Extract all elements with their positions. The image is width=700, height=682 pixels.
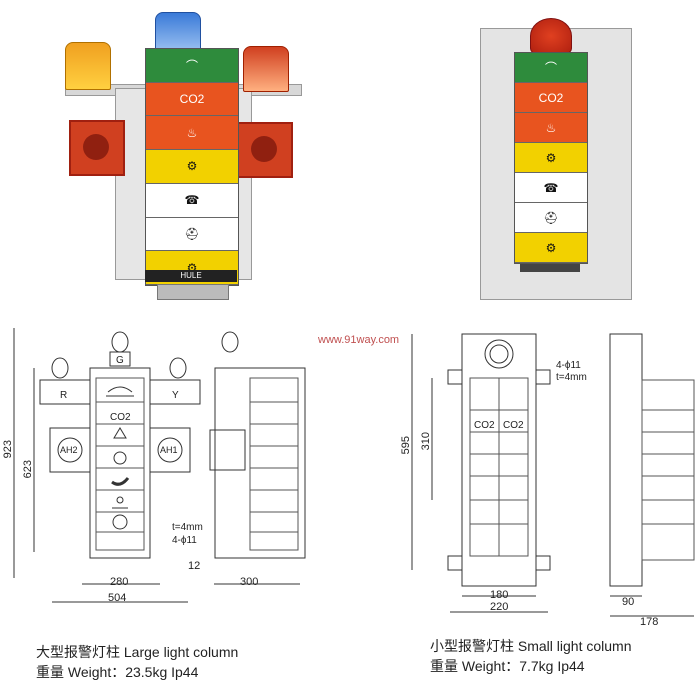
large-drawing bbox=[13, 328, 306, 603]
horn-left bbox=[69, 120, 125, 176]
watermark: www.91way.com bbox=[318, 334, 400, 346]
small-light-column-photo: ⌒CO2♨⚙☎⛑⚙ bbox=[480, 12, 640, 302]
small-weight: 重量 Weight：7.7kg Ip44 bbox=[430, 658, 585, 674]
dim-504: 504 bbox=[108, 592, 127, 604]
amber-beacon bbox=[65, 42, 111, 90]
small-title: 小型报警灯柱 Small light column bbox=[430, 638, 632, 654]
small-dim-hole: 4-ϕ11 bbox=[556, 360, 581, 371]
signal-segment-fire-icon: ♨ bbox=[146, 116, 238, 151]
large-title: 大型报警灯柱 Large light column bbox=[36, 644, 239, 660]
dim-280: 280 bbox=[110, 576, 129, 588]
signal-segment-gear-icon: ⚙ bbox=[146, 150, 238, 184]
signal-segment-steam-icon: ⌒ bbox=[515, 53, 587, 83]
dim-623: 623 bbox=[22, 460, 34, 479]
red-beacon bbox=[243, 46, 289, 92]
signal-segment-person-icon: ⛑ bbox=[515, 203, 587, 233]
small-drawing bbox=[411, 333, 695, 617]
large-weight: 重量 Weight：23.5kg Ip44 bbox=[36, 664, 199, 680]
small-dim-310: 310 bbox=[420, 432, 432, 451]
signal-segment-co2-icon: CO2 bbox=[146, 82, 238, 117]
small-dim-178: 178 bbox=[640, 616, 659, 628]
large-light-column-photo: ⌒CO2♨⚙☎⛑⚙ HULE bbox=[55, 8, 310, 308]
small-signal-stack: ⌒CO2♨⚙☎⛑⚙ bbox=[514, 52, 588, 264]
signal-segment-gear-icon: ⚙ bbox=[515, 143, 587, 173]
brand-plate: HULE bbox=[145, 270, 237, 282]
small-dim-90: 90 bbox=[622, 596, 635, 608]
dim-12: 12 bbox=[188, 560, 201, 572]
small-red-beacon bbox=[530, 18, 572, 54]
dim-300: 300 bbox=[240, 576, 259, 588]
small-dim-595: 595 bbox=[400, 436, 412, 455]
signal-segment-fire-icon: ♨ bbox=[515, 113, 587, 143]
signal-segment-gear-person-icon: ⚙ bbox=[515, 233, 587, 263]
blue-beacon bbox=[155, 12, 201, 52]
signal-segment-phone-icon: ☎ bbox=[515, 173, 587, 203]
small-dim-thickness: t=4mm bbox=[556, 372, 587, 383]
signal-segment-steam-icon: ⌒ bbox=[146, 49, 238, 83]
small-co2-b: CO2 bbox=[503, 420, 524, 431]
horn-right-label: AH1 bbox=[160, 445, 178, 455]
small-co2-a: CO2 bbox=[474, 420, 495, 431]
small-dim-180: 180 bbox=[490, 589, 509, 601]
lamp-right-label: Y bbox=[172, 390, 179, 401]
horn-right bbox=[237, 122, 293, 178]
dim-hole: 4-ϕ11 bbox=[172, 535, 197, 546]
dim-thickness: t=4mm bbox=[172, 522, 203, 533]
signal-segment-person-icon: ⛑ bbox=[146, 217, 238, 252]
co2-label: CO2 bbox=[110, 412, 131, 423]
small-nameplate bbox=[520, 264, 580, 272]
horn-left-label: AH2 bbox=[60, 445, 78, 455]
signal-segment-co2-icon: CO2 bbox=[515, 83, 587, 113]
lamp-top-label: G bbox=[116, 355, 124, 366]
signal-segment-phone-icon: ☎ bbox=[146, 183, 238, 218]
dim-923: 923 bbox=[2, 440, 14, 459]
lamp-left-label: R bbox=[60, 390, 68, 401]
small-dim-220: 220 bbox=[490, 601, 509, 613]
large-signal-stack: ⌒CO2♨⚙☎⛑⚙ bbox=[145, 48, 239, 286]
bottom-glands bbox=[157, 284, 229, 300]
